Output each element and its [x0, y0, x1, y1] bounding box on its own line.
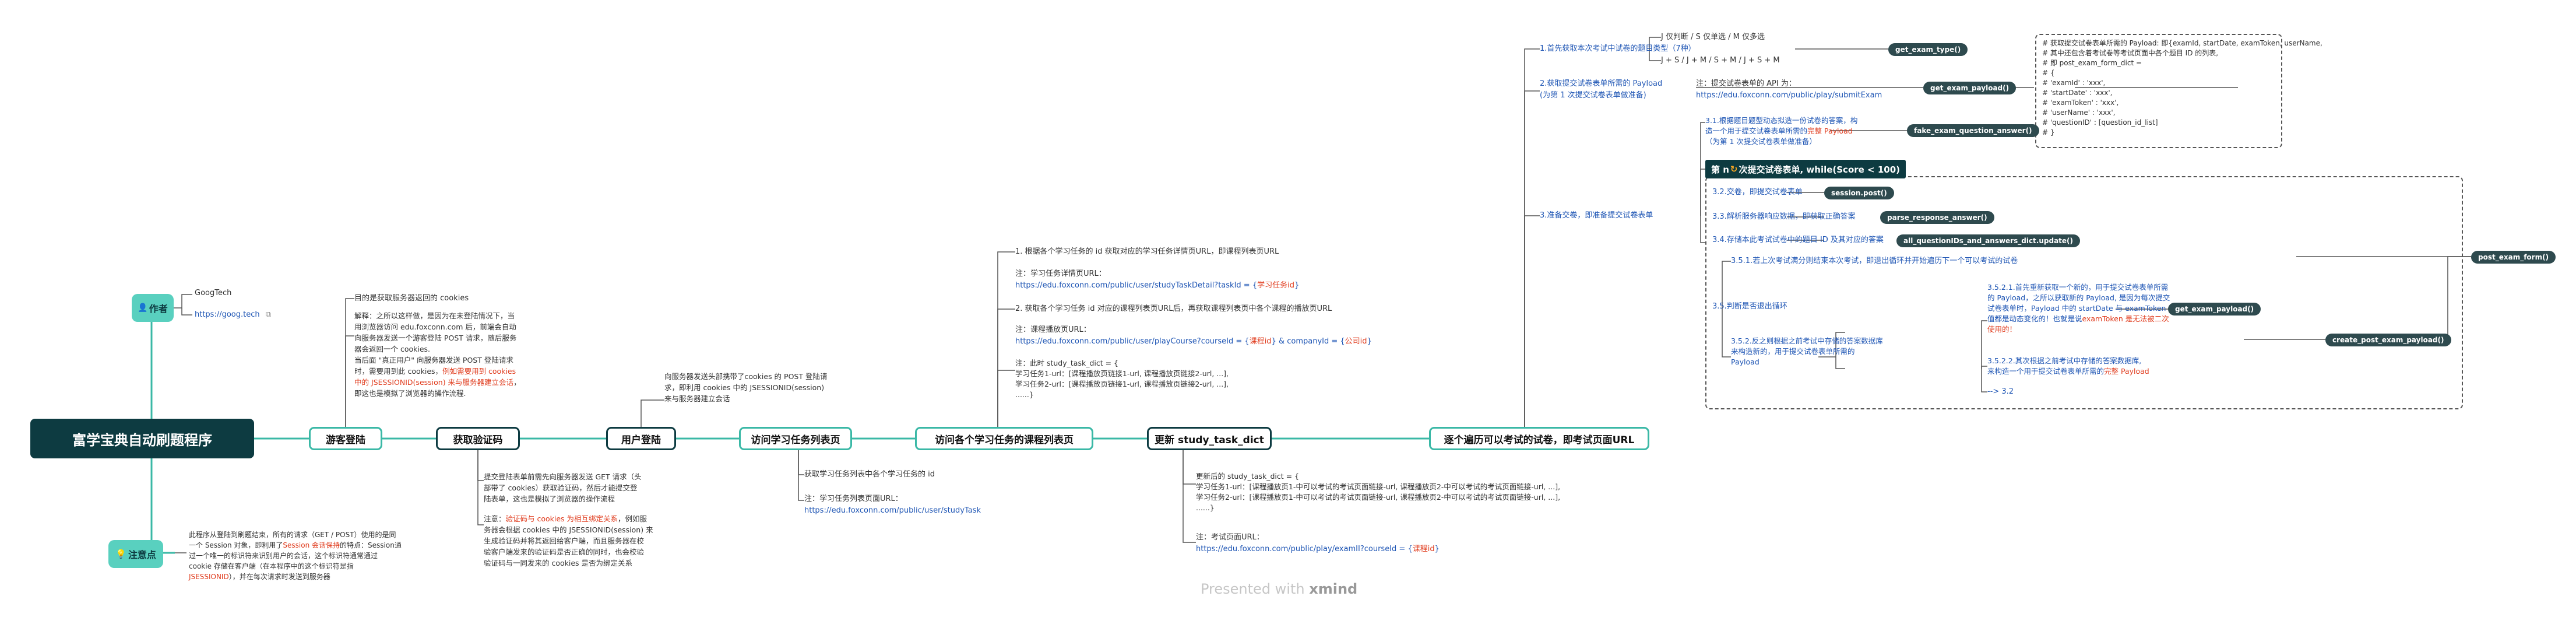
exam-type-a: J 仅判断 / S 仅单选 / M 仅多选 [1661, 33, 1765, 41]
exam-step-3: 3.准备交卷，即准备提交试卷表单 [1540, 211, 1653, 220]
exam-step-3-5-1: 3.5.1.若上次考试满分则结束本次考试，即退出循环并开始遍历下一个可以考试的试… [1731, 257, 2018, 265]
login-note: 向服务器发送头部携带了cookies 的 POST 登陆请 求，即利用 cook… [664, 372, 828, 403]
notes-text: 此程序从登陆到刷题结束，所有的请求（GET / POST）使用的是同 一个 Se… [189, 531, 402, 581]
exam-step-3-2: 3.2.交卷，即提交试卷表单 [1712, 188, 1803, 197]
exam-type-b: J + S / J + M / S + M / J + S + M [1661, 56, 1780, 65]
xmind-logo: xmind [1309, 581, 1358, 597]
course-dict-note: 注：此时 study_task_dict = { 学习任务1-url：[课程播放… [1015, 359, 1229, 399]
exam-step-1: 1.首先获取本次考试中试卷的题目类型（7种） [1540, 44, 1696, 53]
author-link[interactable]: https://goog.tech ⧉ [195, 310, 272, 319]
author-label: 作者 [149, 303, 168, 314]
exam-step-3-1: 3.1.根据题目题型动态拟造一份试卷的答案，构 造一个用于提交试卷表单所需的完整… [1705, 116, 1858, 146]
exam-step-2: 2.获取提交试卷表单所需的 Payload (为第 1 次提交试卷表单做准备) [1540, 79, 1663, 100]
exam-step-3-5-2-2: 3.5.2.2.其次根据之前考试中存储的答案数据库, 来构造一个用于提交试卷表单… [1987, 356, 2149, 376]
captcha-warning: 注意：验证码与 cookies 为相互绑定关系，例如服 务器会根据 cookie… [484, 514, 653, 567]
notes-label: 注意点 [128, 549, 156, 560]
exam-step-3-5: 3.5.判断是否退出循环 [1712, 302, 1787, 311]
fn-post-exam-form[interactable]: post_exam_form() [2471, 251, 2556, 264]
step-update-dict[interactable]: 更新 study_task_dict [1147, 427, 1272, 450]
fn-session-post[interactable]: session.post() [1824, 187, 1894, 199]
step-get-captcha[interactable]: 获取验证码 [436, 427, 520, 450]
fn-fake-answer[interactable]: fake_exam_question_answer() [1907, 124, 2039, 137]
update-dict-note: 更新后的 study_task_dict = { 学习任务1-url：[课程播放… [1196, 472, 1561, 512]
course-detail-url: 注：学习任务详情页URL： https://edu.foxconn.com/pu… [1015, 269, 1300, 290]
guest-goal: 目的是获取服务器返回的 cookies [354, 294, 469, 303]
footer-credit: Presented with xmind [1201, 581, 1358, 597]
person-icon: 👤 [138, 303, 148, 313]
exam-step-3-4: 3.4.存储本此考试试卷中的题目 ID 及其对应的答案 [1712, 236, 1884, 244]
exam-step-3-3: 3.3.解析服务器响应数据，即获取正确答案 [1712, 212, 1856, 221]
payload-comment-box [2035, 34, 2282, 148]
fn-get-exam-payload-2[interactable]: get_exam_payload() [2168, 303, 2261, 315]
fn-get-exam-type[interactable]: get_exam_type() [1888, 43, 1968, 56]
exam-step-3-5-2-3: --> 3.2 [1987, 387, 2014, 396]
step-iterate-exams[interactable]: 逐个遍历可以考试的试卷，即考试页面URL [1429, 427, 1649, 450]
course-play-url: 注：课程播放页URL： https://edu.foxconn.com/publ… [1015, 325, 1372, 346]
course-step-1: 1. 根据各个学习任务的 id 获取对应的学习任务详情页URL，即课程列表页UR… [1015, 247, 1279, 256]
author-name: GoogTech [195, 289, 232, 297]
captcha-note: 提交登陆表单前需先向服务器发送 GET 请求（头 部带了 cookies）获取验… [484, 472, 642, 503]
payload-comment: # 获取提交试卷表单所需的 Payload: 即{examId, startDa… [2042, 39, 2322, 136]
step-guest-login[interactable]: 游客登陆 [309, 427, 382, 450]
root-topic[interactable]: 富学宝典自动刷题程序 [30, 419, 254, 458]
loop-group-box [1705, 176, 2463, 409]
fn-create-post-payload[interactable]: create_post_exam_payload() [2325, 334, 2451, 346]
refresh-icon: ↻ [1730, 164, 1738, 174]
exam-step-3-5-2-1: 3.5.2.1.首先重新获取一个新的，用于提交试卷表单所需 的 Payload，… [1987, 283, 2176, 334]
fn-get-exam-payload[interactable]: get_exam_payload() [1923, 82, 2017, 94]
course-step-2: 2. 获取各个学习任务 id 对应的课程列表页URL后，再获取课程列表页中各个课… [1015, 304, 1332, 313]
author-topic[interactable]: 👤 作者 [132, 294, 174, 322]
bulb-icon: 💡 [115, 549, 126, 559]
external-link-icon: ⧉ [265, 310, 272, 319]
notes-topic[interactable]: 💡 注意点 [108, 540, 163, 568]
loop-header: 第 n ↻ 次提交试卷表单, while(Score < 100) [1705, 160, 1906, 178]
tasklist-note: 获取学习任务列表中各个学习任务的 id [804, 470, 935, 479]
guest-explanation: 解释：之所以这样做，是因为在未登陆情况下，当 用浏览器访问 edu.foxcon… [354, 311, 521, 398]
fn-dict-update[interactable]: all_questionIDs_and_answers_dict.update(… [1896, 234, 2081, 247]
fn-parse-answer[interactable]: parse_response_answer() [1880, 211, 1994, 224]
exam-step-3-5-2: 3.5.2.反之则根据之前考试中存储的答案数据库 来构造新的，用于提交试卷表单所… [1731, 336, 1883, 366]
step-user-login[interactable]: 用户登陆 [606, 427, 676, 450]
tasklist-url-note: 注：学习任务列表页面URL： https://edu.foxconn.com/p… [804, 495, 981, 515]
step-course-list[interactable]: 访问各个学习任务的课程列表页 [915, 427, 1093, 450]
submit-api-note: 注：提交试卷表单的 API 为： https://edu.foxconn.com… [1696, 79, 1882, 100]
step-task-list[interactable]: 访问学习任务列表页 [739, 427, 852, 450]
exam-page-url-note: 注：考试页面URL： https://edu.foxconn.com/publi… [1196, 533, 1440, 553]
